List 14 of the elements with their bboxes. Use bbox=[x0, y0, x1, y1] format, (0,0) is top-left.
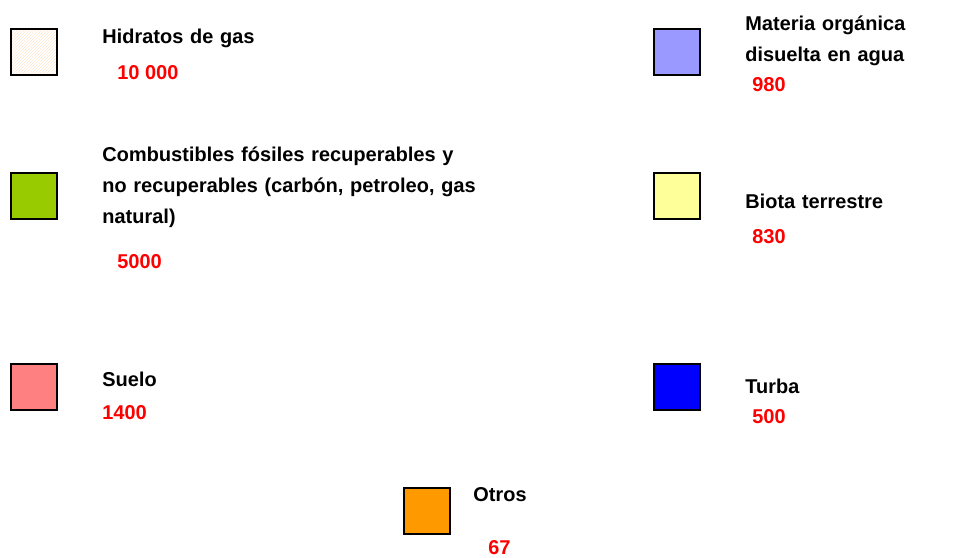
legend-label: Combustibles fósiles recuperables y no recuperables (carbón, petroleo, gas natural) bbox=[103, 146, 475, 228]
value-label: 500 bbox=[752, 409, 785, 424]
value-label: 830 bbox=[752, 229, 785, 244]
legend-label: Otros bbox=[474, 487, 526, 502]
value-label: 10 000 bbox=[118, 65, 178, 80]
legend-label: Suelo bbox=[102, 372, 156, 386]
value-label: 980 bbox=[752, 77, 785, 92]
value-label: 67 bbox=[488, 540, 510, 554]
legend-label: Materia orgánica disuelta en agua bbox=[746, 15, 906, 66]
legend-label: Hidratos de gas bbox=[104, 28, 254, 48]
legend-label: Biota terrestre bbox=[746, 194, 882, 208]
value-label: 1400 bbox=[103, 405, 146, 420]
legend-label: Turba bbox=[745, 378, 800, 394]
value-label: 5000 bbox=[118, 254, 161, 268]
